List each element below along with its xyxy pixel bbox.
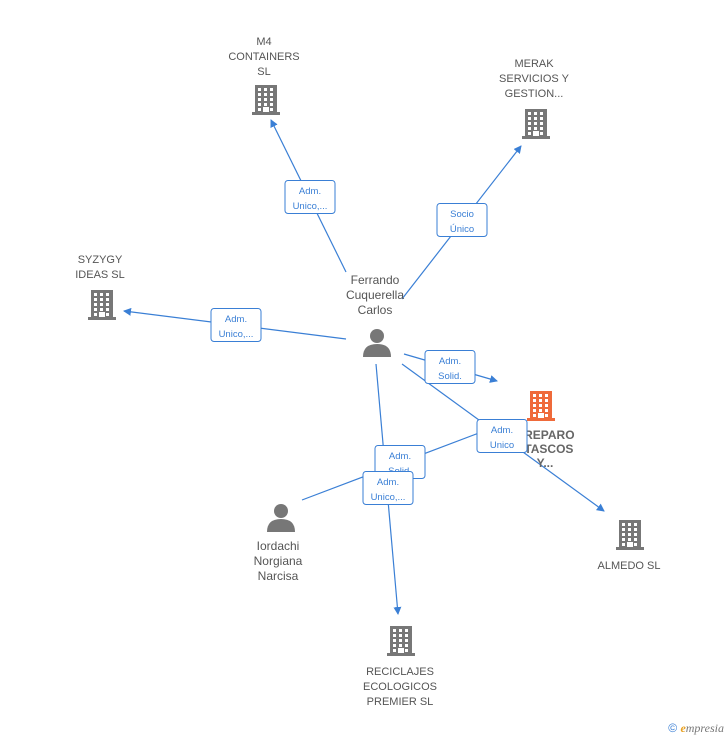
e-almedo-label[interactable]: Adm.Unico <box>476 419 528 453</box>
e-main-f-label[interactable]: Adm.Solid. <box>424 350 476 384</box>
e-main-f-text: Adm.Solid. <box>438 356 462 382</box>
edges <box>123 119 605 615</box>
e-almedo-text: Adm.Unico <box>490 425 514 451</box>
footer-brand[interactable]: © empresia <box>668 721 724 736</box>
building-icon-syzygy[interactable] <box>88 290 116 320</box>
building-icon-reciclajes[interactable] <box>387 626 415 656</box>
e-syzygy-text: Adm.Unico,... <box>219 314 254 340</box>
building-icon-merak[interactable] <box>522 109 550 139</box>
company-label-almedo: ALMEDO SL <box>598 560 661 572</box>
building-icon-almedo[interactable] <box>616 520 644 550</box>
person-icon-ferrando[interactable] <box>363 329 391 357</box>
building-icon-m4[interactable] <box>252 85 280 115</box>
e-m4-text: Adm.Unico,... <box>293 186 328 212</box>
building-icon-main[interactable] <box>527 391 555 421</box>
empresia-logo: empresia <box>680 721 724 735</box>
copyright-symbol: © <box>668 721 678 735</box>
person-icon-iordachi[interactable] <box>267 504 295 532</box>
e-syzygy-label[interactable]: Adm.Unico,... <box>210 308 262 342</box>
e-reciclajes-text: Adm.Unico,... <box>371 477 406 503</box>
e-m4-label[interactable]: Adm.Unico,... <box>284 180 336 214</box>
e-reciclajes-label[interactable]: Adm.Unico,... <box>362 471 414 505</box>
